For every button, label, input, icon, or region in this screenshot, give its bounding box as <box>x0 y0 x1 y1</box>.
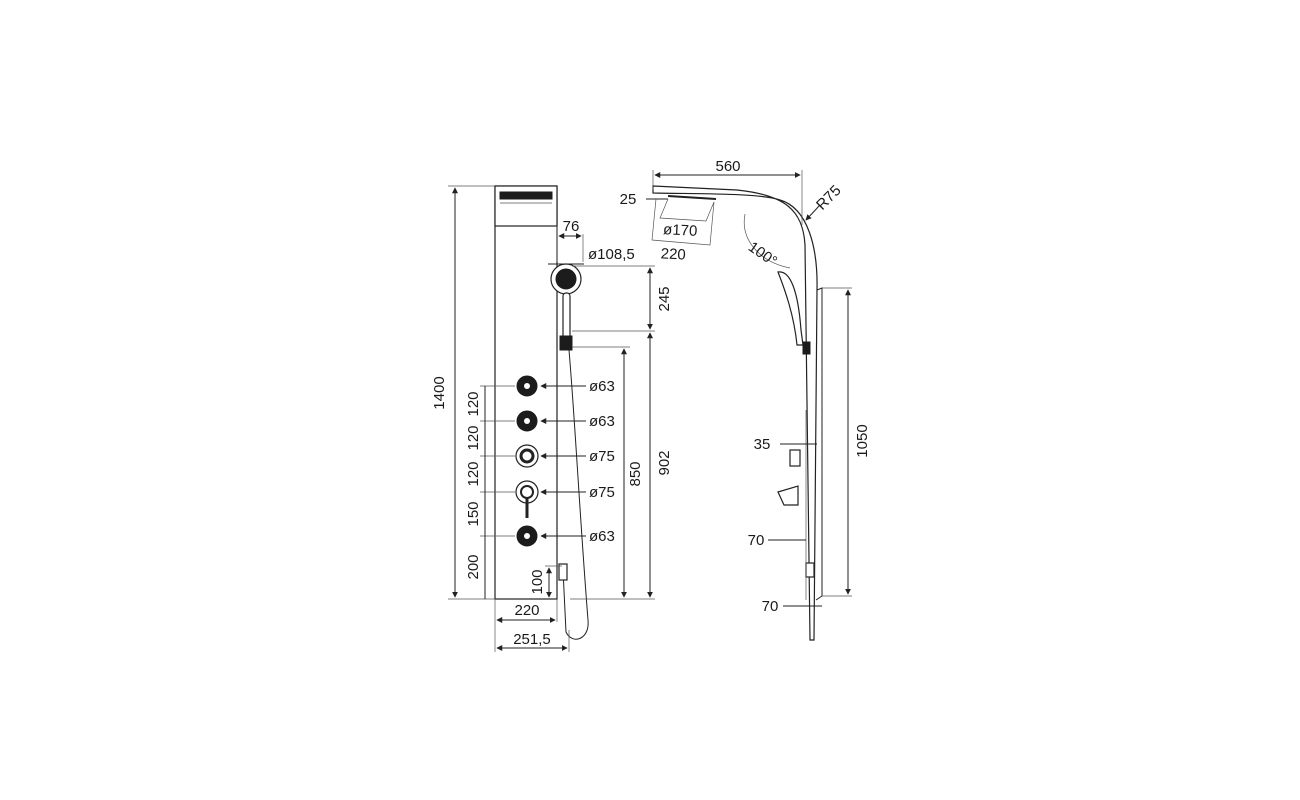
side-view: 560 25 ø170 220 R75 100° 1050 35 70 70 <box>620 158 871 641</box>
body-jet-3 <box>516 525 538 547</box>
label-jet-3: ø63 <box>589 528 615 545</box>
label-total-width: 251,5 <box>513 631 551 648</box>
rain-head <box>667 195 717 200</box>
label-spacing-3: 120 <box>465 461 482 486</box>
label-depth-70: 70 <box>748 532 765 549</box>
label-head-length: 220 <box>660 245 686 263</box>
label-angle: 100° <box>745 238 780 270</box>
hand-shower-handle <box>562 292 571 339</box>
label-head-thickness: 25 <box>620 191 637 208</box>
label-spacing-2: 120 <box>465 425 482 450</box>
label-spacing-5: 200 <box>465 554 482 579</box>
label-mixer: ø75 <box>589 484 615 501</box>
label-head-diameter: ø170 <box>663 221 698 240</box>
label-height: 1400 <box>431 376 448 409</box>
label-arm-length: 560 <box>715 158 740 175</box>
label-diverter: ø75 <box>589 448 615 465</box>
label-spout-offset: 76 <box>563 218 580 235</box>
label-outlet-902: 902 <box>656 450 673 475</box>
mixer-lever <box>515 480 539 518</box>
label-hand-shower-length: 245 <box>656 286 673 311</box>
hand-shower-side <box>777 271 804 346</box>
body-jet-2 <box>516 410 538 432</box>
label-panel-width: 220 <box>514 602 539 619</box>
hose-outlet <box>558 563 568 581</box>
front-view: 1400 120 120 120 150 200 100 220 251,5 7… <box>431 185 673 652</box>
back-panel <box>815 287 823 601</box>
body-jet-1 <box>516 375 538 397</box>
mixer-side <box>777 485 799 506</box>
label-depth-70-lower: 70 <box>762 598 779 615</box>
label-outlet-850: 850 <box>627 461 644 486</box>
label-hand-shower-diameter: ø108,5 <box>588 246 635 263</box>
label-spacing-4: 150 <box>465 501 482 526</box>
rain-head-slot <box>499 191 553 200</box>
diverter-knob <box>515 444 539 468</box>
hand-shower-holder <box>559 335 573 351</box>
label-depth-35: 35 <box>754 436 771 453</box>
holder-side <box>802 341 811 355</box>
label-jet-1: ø63 <box>589 378 615 395</box>
label-bend-radius: R75 <box>813 182 844 213</box>
diverter-side <box>789 449 801 467</box>
label-panel-height: 1050 <box>854 424 871 457</box>
label-hose-outlet: 100 <box>529 569 546 594</box>
label-spacing-1: 120 <box>465 391 482 416</box>
hose-outlet-side <box>805 562 815 578</box>
hose <box>562 349 589 640</box>
label-jet-2: ø63 <box>589 413 615 430</box>
shower-arm <box>652 185 818 641</box>
